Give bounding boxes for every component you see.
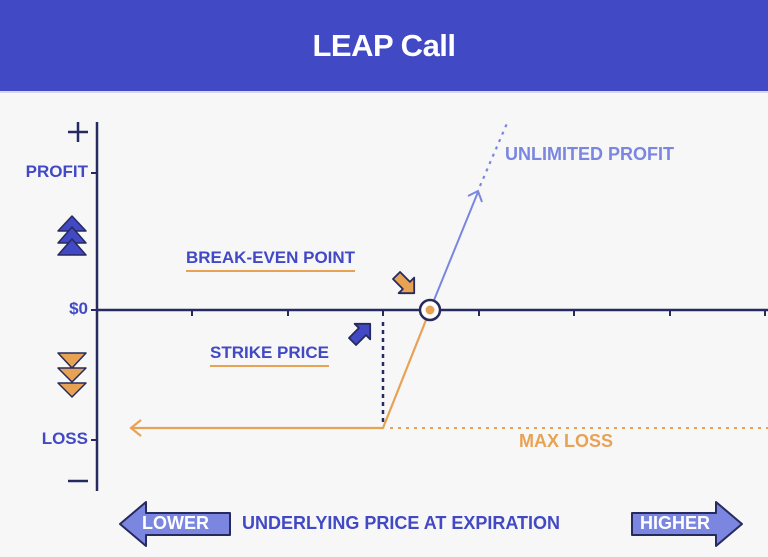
triple-down-triangle-icon [57,352,87,398]
title-banner: LEAP Call [0,0,768,91]
lower-label: LOWER [142,513,209,533]
profit-payoff-line [429,191,479,311]
strike-price-label: STRIKE PRICE [210,343,330,367]
lower-arrow-icon [119,501,231,547]
unlimited-profit-label: UNLIMITED PROFIT [505,144,674,164]
left-arrow-head-icon [129,419,142,437]
loss-payoff-line [133,309,432,430]
strike-price-pointer-arrow-icon [348,322,372,346]
profit-dotted-extension [478,120,510,187]
higher-arrow-icon [631,501,743,547]
header-divider [0,91,768,93]
break-even-point-label: BREAK-EVEN POINT [186,248,356,272]
y-label-loss: LOSS [41,429,88,448]
break-even-pointer-arrow-icon [392,271,416,295]
plus-icon [68,122,88,142]
triple-up-triangle-icon [57,215,87,256]
max-loss-label: MAX LOSS [519,431,614,451]
break-even-point-marker [418,298,442,322]
higher-label: HIGHER [640,513,711,533]
profit-arrow-head-icon [467,189,483,203]
page-title: LEAP Call [312,27,456,63]
y-label-zero: $0 [69,299,88,318]
x-ticks [191,310,766,316]
y-label-profit: PROFIT [25,162,88,181]
x-axis-title: UNDERLYING PRICE AT EXPIRATION [242,513,561,533]
